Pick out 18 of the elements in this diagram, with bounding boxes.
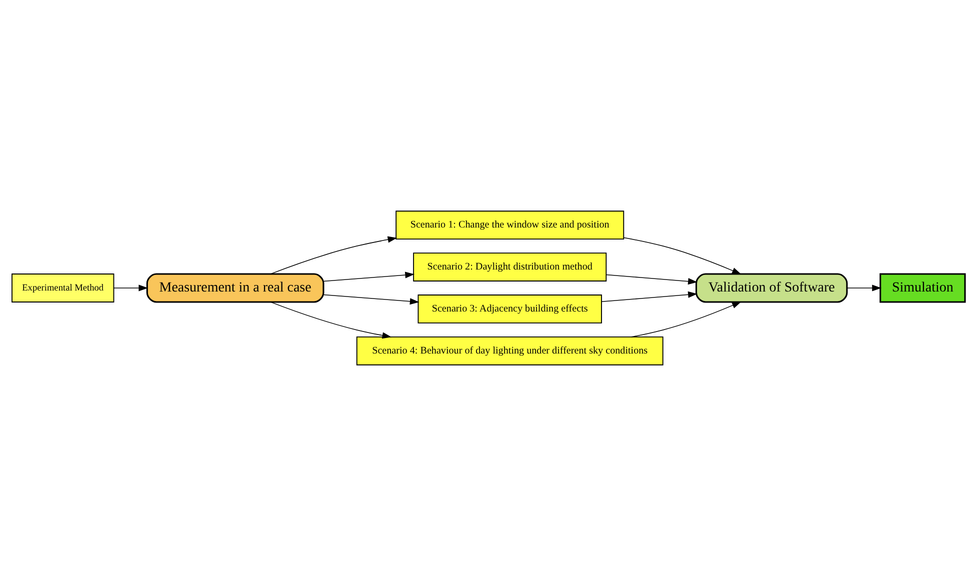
arrow bbox=[270, 302, 392, 339]
arrow bbox=[631, 302, 742, 338]
node-box: Scenario 3: Adjacency building effects bbox=[418, 294, 602, 324]
arrow bbox=[846, 284, 882, 292]
arrow bbox=[623, 237, 742, 274]
node-box: Scenario 4: Behaviour of day lighting under different sky conditions bbox=[356, 336, 664, 366]
node-box: Scenario 2: Daylight distribution method bbox=[413, 252, 607, 282]
arrow bbox=[601, 291, 698, 302]
arrow bbox=[113, 284, 148, 292]
node-box: Scenario 1: Change the window size and position bbox=[396, 210, 624, 240]
arrow bbox=[606, 274, 698, 285]
arrow bbox=[270, 236, 398, 274]
node-box: Experimental Method bbox=[12, 274, 114, 302]
arrow bbox=[323, 272, 414, 282]
node-box: Simulation bbox=[880, 273, 966, 303]
arrow bbox=[323, 294, 420, 305]
node-box: Measurement in a real case bbox=[146, 273, 324, 303]
node-box: Validation of Software bbox=[695, 273, 848, 303]
